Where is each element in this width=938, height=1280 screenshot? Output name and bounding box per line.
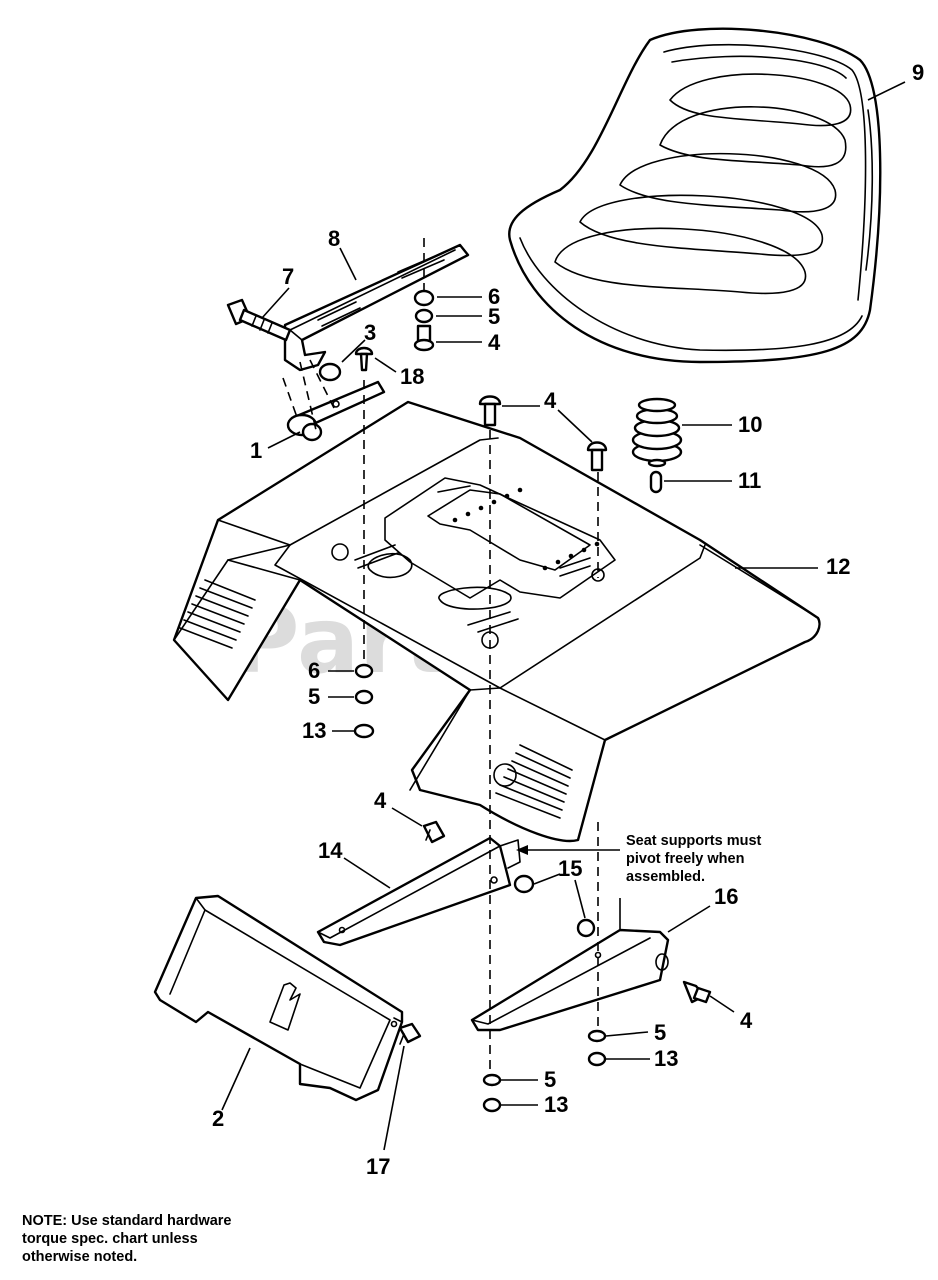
callout-8: 8: [328, 226, 340, 251]
part-spring[interactable]: [631, 397, 683, 468]
callout-4: 4: [374, 788, 387, 813]
part-seat-support-right[interactable]: [470, 928, 670, 1032]
callout-10: 10: [738, 412, 762, 437]
part-hinge-plate[interactable]: [286, 380, 386, 442]
part-seat-bracket[interactable]: [283, 243, 470, 372]
hardware-stack-center[interactable]: [482, 1073, 502, 1113]
callout-4: 4: [740, 1008, 753, 1033]
callout-13: 13: [544, 1092, 568, 1117]
part-screw-17[interactable]: [398, 1022, 422, 1045]
callout-18: 18: [400, 364, 424, 389]
leader-lines: [221, 81, 906, 1151]
callout-6: 6: [308, 658, 320, 683]
callout-17: 17: [366, 1154, 390, 1179]
bolt-right-lower[interactable]: [682, 980, 712, 1004]
torque-note: NOTE: Use standard hardware torque spec.…: [22, 1213, 232, 1265]
part-cover-panel[interactable]: [153, 894, 404, 1102]
part-pin[interactable]: [649, 470, 663, 494]
callout-4: 4: [544, 388, 557, 413]
callout-13: 13: [302, 718, 326, 743]
callout-labels: 9 8 7 6 5 4 3 18 1 4 10 11 12 6 5 13 4 1…: [212, 60, 924, 1179]
callout-3: 3: [364, 320, 376, 345]
bolt-top-center[interactable]: [478, 395, 502, 427]
part-seat[interactable]: [508, 27, 882, 364]
callout-5: 5: [544, 1067, 556, 1092]
bolt-left-lower[interactable]: [422, 820, 446, 844]
callout-12: 12: [826, 554, 850, 579]
callout-16: 16: [714, 884, 738, 909]
assembly-lines: [282, 238, 599, 1075]
hardware-stack-upper[interactable]: [413, 289, 435, 352]
callout-15: 15: [558, 856, 582, 881]
callout-9: 9: [912, 60, 924, 85]
callout-13: 13: [654, 1046, 678, 1071]
left-vent: [179, 579, 256, 649]
hardware-stack-left[interactable]: [353, 663, 375, 739]
callout-5: 5: [488, 304, 500, 329]
part-fender[interactable]: [172, 400, 821, 843]
hole-pattern: [452, 487, 600, 571]
right-vent: [495, 744, 573, 819]
callout-5: 5: [654, 1020, 666, 1045]
pivot-note: Seat supports must pivot freely when ass…: [626, 833, 762, 885]
callout-7: 7: [282, 264, 294, 289]
part-nut-15[interactable]: [513, 874, 596, 938]
part-bolt-7[interactable]: [226, 298, 292, 342]
callout-14: 14: [318, 838, 343, 863]
part-nut-3[interactable]: [318, 362, 342, 382]
callout-1: 1: [250, 438, 262, 463]
bolt-top-right[interactable]: [586, 441, 608, 472]
hardware-stack-right[interactable]: [587, 1029, 607, 1067]
callout-4: 4: [488, 330, 501, 355]
callout-6: 6: [488, 284, 500, 309]
part-screw-18[interactable]: [354, 346, 374, 372]
callout-2: 2: [212, 1106, 224, 1131]
callout-11: 11: [738, 468, 761, 493]
callout-5: 5: [308, 684, 320, 709]
